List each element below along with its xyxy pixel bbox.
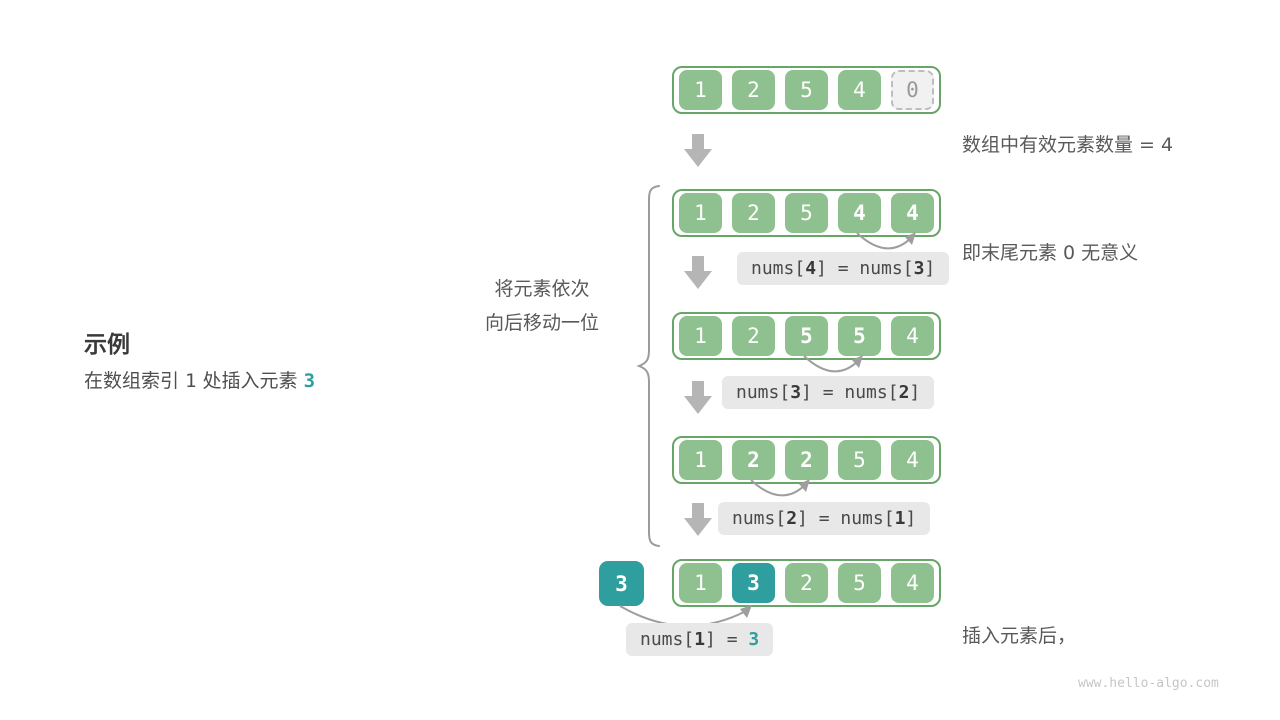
array-cell: 2	[732, 193, 775, 233]
valid-count-note: 数组中有效元素数量 = 4 即末尾元素 0 无意义	[962, 55, 1173, 343]
array-cell-moved: 4	[838, 193, 881, 233]
array-cell: 1	[679, 563, 722, 603]
assignment-label: nums[1] = 3	[626, 623, 774, 656]
label-index: 1	[894, 508, 906, 529]
array-cell-inserted: 3	[732, 563, 775, 603]
down-arrow-icon	[684, 503, 712, 536]
after-insert-note: 插入元素后， 初始的末尾元素 0 丢失	[962, 546, 1157, 720]
label-text: nums[	[640, 629, 695, 650]
copy-arrow-icon	[803, 355, 863, 373]
example-subtitle-text2: 处插入元素	[196, 370, 304, 392]
array-cell-moved: 2	[785, 440, 828, 480]
array-cell: 1	[679, 70, 722, 110]
array-cell: 5	[785, 193, 828, 233]
array-cell: 1	[679, 316, 722, 356]
example-subtitle-text: 在数组索引	[84, 370, 186, 392]
array-cell: 2	[732, 70, 775, 110]
copy-arrow-icon	[750, 479, 810, 497]
copy-arrow-icon	[856, 232, 916, 250]
down-arrow-icon	[684, 256, 712, 289]
label-index: 2	[786, 508, 798, 529]
valid-count-line2: 即末尾元素 0 无意义	[962, 242, 1139, 264]
array-cell: 2	[732, 316, 775, 356]
shift-note-line2: 向后移动一位	[484, 312, 599, 334]
array-row: 1 2 2 5 4	[672, 436, 941, 484]
label-text: ]	[924, 258, 936, 279]
label-value: 3	[748, 629, 760, 650]
assignment-label: nums[2] = nums[1]	[718, 502, 931, 535]
shift-note: 将元素依次 向后移动一位	[452, 272, 632, 340]
array-cell: 4	[891, 440, 934, 480]
array-cell-moved: 4	[891, 193, 934, 233]
down-arrow-icon	[684, 381, 712, 414]
array-row: 1 2 5 5 4	[672, 312, 941, 360]
assignment-label: nums[3] = nums[2]	[722, 376, 935, 409]
down-arrow-icon	[684, 134, 712, 167]
array-cell: 1	[679, 440, 722, 480]
label-text: ]	[905, 508, 917, 529]
array-cell: 4	[891, 563, 934, 603]
label-text: ]	[909, 382, 921, 403]
assignment-label: nums[4] = nums[3]	[737, 252, 950, 285]
label-index: 1	[694, 629, 706, 650]
example-title: 示例	[84, 332, 130, 358]
label-text: ] =	[705, 629, 749, 650]
array-cell-invalid: 0	[891, 70, 934, 110]
label-text: nums[	[736, 382, 791, 403]
label-index: 3	[790, 382, 802, 403]
array-cell-moved: 5	[785, 316, 828, 356]
label-text: ] = nums[	[797, 508, 895, 529]
after-insert-line1: 插入元素后，	[962, 625, 1077, 647]
example-subtitle: 在数组索引 1 处插入元素 3	[84, 366, 315, 393]
label-text: nums[	[732, 508, 787, 529]
array-cell-moved: 5	[838, 316, 881, 356]
array-cell: 5	[838, 563, 881, 603]
array-cell-moved: 2	[732, 440, 775, 480]
valid-count-line1: 数组中有效元素数量 = 4	[962, 134, 1174, 156]
array-row: 1 3 2 5 4	[672, 559, 941, 607]
array-cell: 1	[679, 193, 722, 233]
label-text: nums[	[751, 258, 806, 279]
array-cell: 4	[838, 70, 881, 110]
label-index: 2	[898, 382, 910, 403]
example-subtitle-index: 1	[185, 370, 197, 392]
label-index: 4	[805, 258, 817, 279]
array-cell: 5	[785, 70, 828, 110]
grouping-brace	[636, 185, 660, 547]
shift-note-line1: 将元素依次	[494, 278, 590, 300]
array-row: 1 2 5 4 0	[672, 66, 941, 114]
watermark: www.hello-algo.com	[1078, 676, 1219, 691]
array-cell: 5	[838, 440, 881, 480]
array-cell: 2	[785, 563, 828, 603]
array-row: 1 2 5 4 4	[672, 189, 941, 237]
array-cell: 4	[891, 316, 934, 356]
inserted-element-box: 3	[599, 561, 644, 606]
label-text: ] = nums[	[816, 258, 914, 279]
example-subtitle-value: 3	[303, 370, 316, 392]
label-index: 3	[913, 258, 925, 279]
label-text: ] = nums[	[801, 382, 899, 403]
